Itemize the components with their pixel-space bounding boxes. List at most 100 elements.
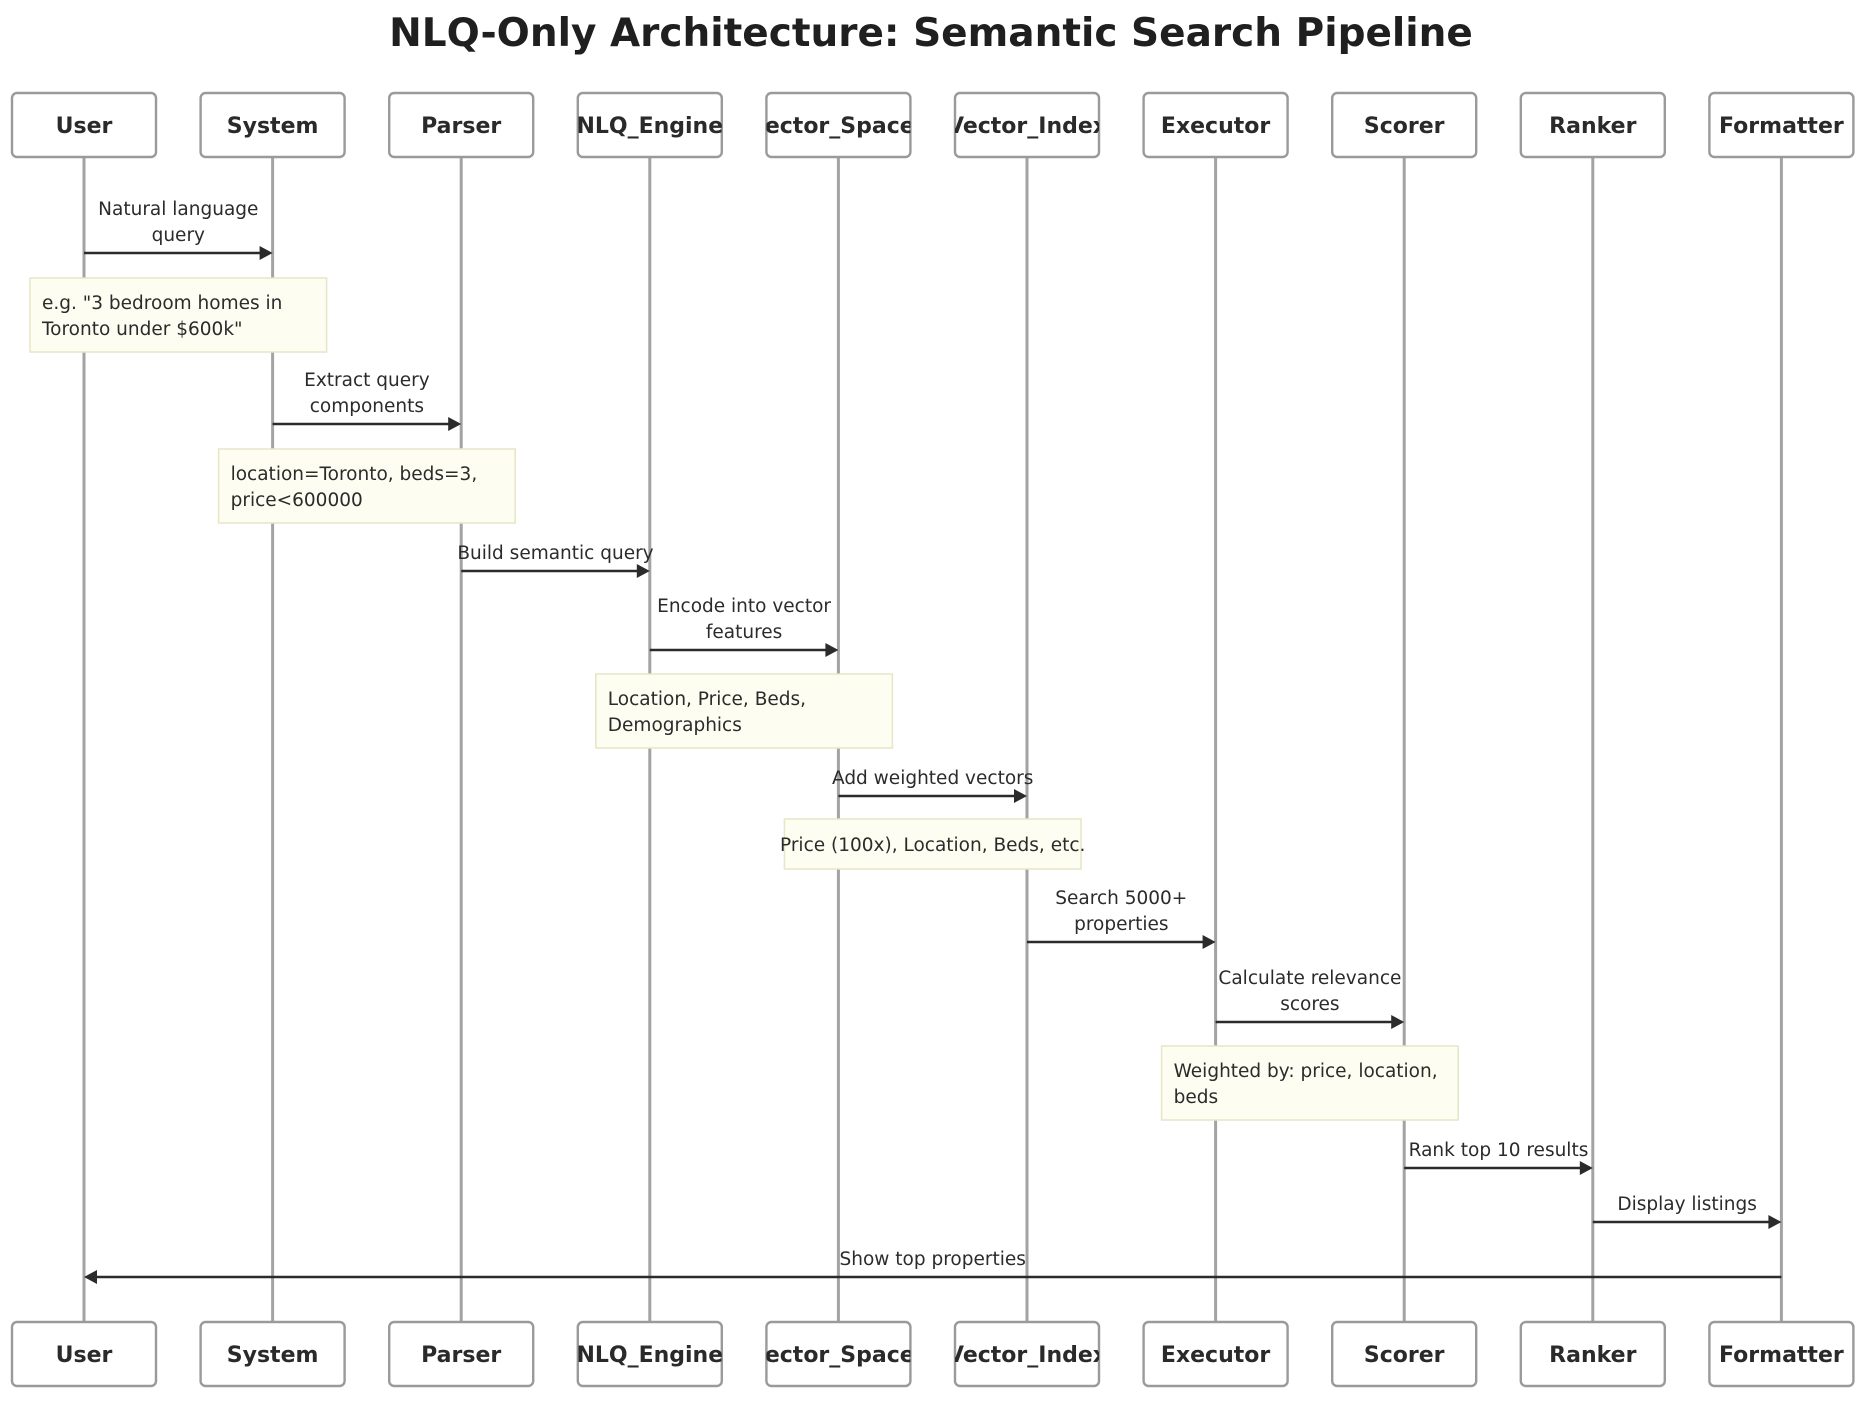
note-box <box>783 818 1082 870</box>
message-label: properties <box>1074 914 1168 935</box>
participant-label: Formatter <box>1719 1343 1844 1368</box>
participant-nlq-engine-top: NLQ_Engine <box>576 91 723 159</box>
participant-label: Ranker <box>1549 1343 1636 1368</box>
participant-executor-bottom: Executor <box>1142 1320 1289 1388</box>
participant-label: NLQ_Engine <box>576 114 723 139</box>
participant-box <box>1142 1320 1289 1388</box>
participant-box <box>1519 1320 1667 1388</box>
participant-box <box>1708 91 1855 159</box>
participant-box <box>388 1320 535 1388</box>
participant-system-top: System <box>199 91 346 159</box>
participant-scorer-bottom: Scorer <box>1330 1320 1478 1388</box>
note-text: e.g. "3 bedroom homes in <box>42 293 282 314</box>
note-text: beds <box>1174 1087 1219 1108</box>
participant-box <box>1330 91 1478 159</box>
participant-box <box>1519 91 1667 159</box>
arrowhead-icon <box>825 643 839 657</box>
arrowhead-icon <box>1391 1015 1405 1029</box>
notes: e.g. "3 bedroom homes in Toronto under $6… <box>29 277 1459 1121</box>
participant-label: Vector_Index <box>947 1343 1107 1368</box>
message-label: Build semantic query <box>457 543 653 564</box>
message-6: Search 5000+ properties <box>1027 888 1216 949</box>
note-box <box>595 673 894 749</box>
message-label: Natural language <box>98 199 258 220</box>
message-label: Calculate relevance <box>1218 968 1401 989</box>
message-label: Encode into vector <box>657 596 831 617</box>
participant-label: Ranker <box>1549 114 1636 139</box>
participant-user-bottom: User <box>10 1320 158 1388</box>
participant-box <box>10 91 158 159</box>
arrowhead-icon <box>1202 935 1216 949</box>
participant-box <box>199 1320 346 1388</box>
message-label: Search 5000+ <box>1055 888 1187 909</box>
participants-bottom: User System Parser NLQ_Engine Vector_Spaces V… <box>10 1320 1855 1388</box>
note-text: Location, Price, Beds, <box>608 689 806 710</box>
note-box <box>1160 1045 1459 1121</box>
arrowhead-icon <box>1579 1161 1593 1175</box>
message-4: Encode into vector features <box>649 596 839 657</box>
note-text: Toronto under $600k" <box>41 319 243 340</box>
participant-vector-spaces-bottom: Vector_Spaces <box>749 1320 928 1388</box>
participant-ranker-bottom: Ranker <box>1519 1320 1667 1388</box>
participant-box <box>10 1320 158 1388</box>
participant-vector-index-top: Vector_Index <box>947 91 1107 159</box>
participant-box <box>576 91 723 159</box>
participant-box <box>765 91 912 159</box>
note-1: e.g. "3 bedroom homes in Toronto under $6… <box>29 277 328 353</box>
note-3: Location, Price, Beds, Demographics <box>595 673 894 749</box>
note-2: location=Toronto, beds=3, price<600000 <box>217 448 516 524</box>
participants-top: User System Parser NLQ_Engine Vector_Spaces V… <box>10 91 1855 159</box>
participant-label: Vector_Index <box>947 114 1107 139</box>
participant-label: Executor <box>1161 1343 1270 1368</box>
message-5: Add weighted vectors <box>832 768 1033 803</box>
message-label: Display listings <box>1617 1194 1757 1215</box>
message-label: features <box>706 622 782 643</box>
note-text: location=Toronto, beds=3, <box>231 464 478 485</box>
participant-label: Parser <box>421 1343 501 1368</box>
message-label: components <box>310 396 424 417</box>
arrowhead-icon <box>1014 789 1027 803</box>
participant-box <box>576 1320 723 1388</box>
participant-label: Parser <box>421 114 501 139</box>
participant-box <box>765 1320 912 1388</box>
participant-label: Formatter <box>1719 114 1844 139</box>
participant-ranker-top: Ranker <box>1519 91 1667 159</box>
participant-user-top: User <box>10 91 158 159</box>
participant-vector-index-bottom: Vector_Index <box>947 1320 1107 1388</box>
participant-box <box>953 1320 1101 1388</box>
participant-vector-spaces-top: Vector_Spaces <box>749 91 928 159</box>
participant-label: NLQ_Engine <box>576 1343 723 1368</box>
participant-label: System <box>227 114 319 139</box>
participant-box <box>1330 1320 1478 1388</box>
participant-label: User <box>56 114 113 139</box>
message-1: Natural language query <box>84 199 273 260</box>
note-4: Price (100x), Location, Beds, etc. <box>780 818 1085 870</box>
participant-parser-top: Parser <box>388 91 535 159</box>
message-label: query <box>152 225 205 246</box>
participant-label: System <box>227 1343 319 1368</box>
message-label: Show top properties <box>839 1249 1025 1270</box>
participant-box <box>953 91 1101 159</box>
note-box <box>217 448 516 524</box>
participant-label: Vector_Spaces <box>749 1343 928 1368</box>
participant-box <box>199 91 346 159</box>
message-9: Display listings <box>1592 1194 1782 1229</box>
participant-box <box>1708 1320 1855 1388</box>
participant-label: Vector_Spaces <box>749 114 928 139</box>
message-10: Show top properties <box>84 1249 1782 1284</box>
participant-label: Scorer <box>1364 1343 1445 1368</box>
participant-box <box>1142 91 1289 159</box>
participant-system-bottom: System <box>199 1320 346 1388</box>
participant-formatter-bottom: Formatter <box>1708 1320 1855 1388</box>
participant-nlq-engine-bottom: NLQ_Engine <box>576 1320 723 1388</box>
participant-scorer-top: Scorer <box>1330 91 1478 159</box>
arrowhead-icon <box>448 417 462 431</box>
note-text: price<600000 <box>231 490 363 511</box>
note-text: Demographics <box>608 715 742 736</box>
participant-formatter-top: Formatter <box>1708 91 1855 159</box>
note-text: Price (100x), Location, Beds, etc. <box>780 835 1085 856</box>
message-3: Build semantic query <box>457 543 654 578</box>
